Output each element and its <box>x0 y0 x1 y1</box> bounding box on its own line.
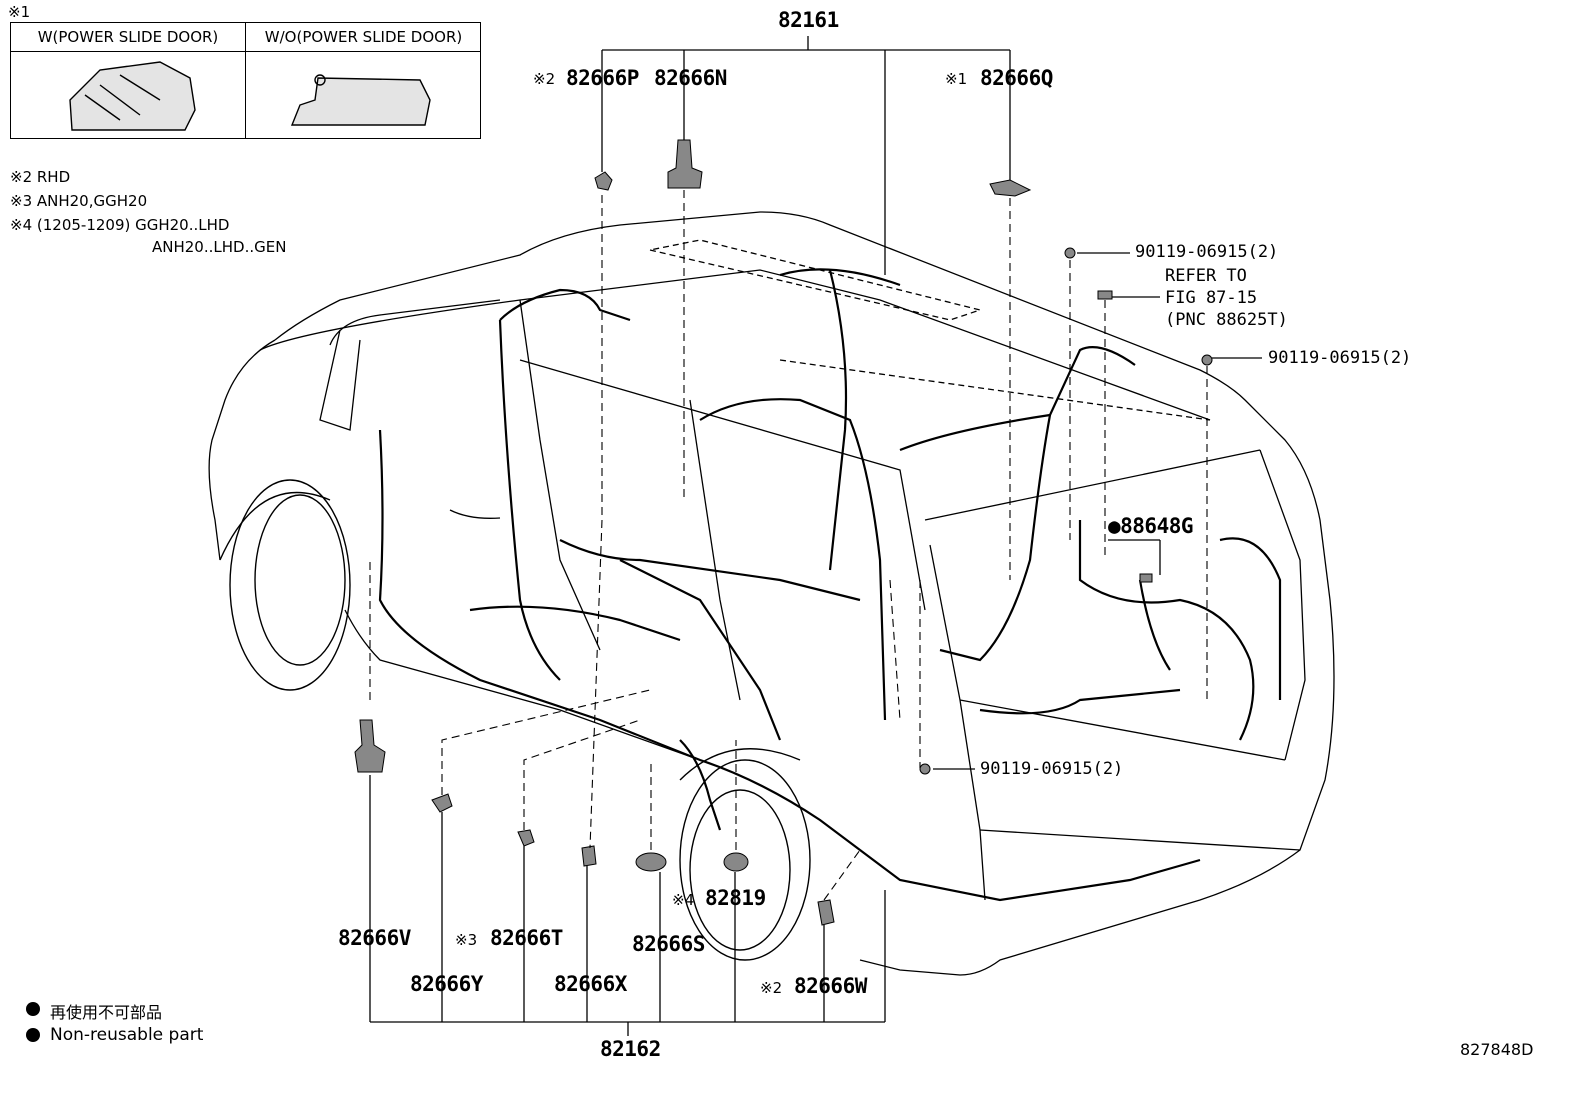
note4-line2: ANH20..LHD..GEN <box>152 238 287 256</box>
part-82819-mark: ※4 <box>672 891 695 909</box>
legend-jp: 再使用不可部品 <box>50 1003 163 1022</box>
refer-line1: REFER TO <box>1165 266 1247 286</box>
part-88648G: ●88648G <box>1108 514 1194 538</box>
legend-en: Non-reusable part <box>50 1025 204 1045</box>
part-82162: 82162 <box>600 1037 661 1061</box>
part-82666W-mark: ※2 <box>760 979 783 997</box>
dashed-guide-lines <box>369 190 1208 901</box>
legend-bullet-jp <box>26 1002 40 1016</box>
variant-table: W(POWER SLIDE DOOR) W/O(POWER SLIDE DOOR… <box>10 22 481 139</box>
part-82666Q: 82666Q <box>980 66 1053 90</box>
part-82666P: 82666P <box>566 66 639 90</box>
part-82666N: 82666N <box>654 66 727 90</box>
bolt-top-label: 90119-06915(2) <box>1135 242 1279 262</box>
variant-header-without: W/O(POWER SLIDE DOOR) <box>246 23 481 52</box>
part-82666T-mark: ※3 <box>455 931 478 949</box>
refer-line2: FIG 87-15 <box>1165 288 1258 308</box>
clip-82666P-shape <box>594 171 613 191</box>
leader-lines <box>369 36 1262 1036</box>
note1-mark: ※1 <box>8 3 31 21</box>
note2: ※2 RHD <box>10 168 71 186</box>
refer-line3: (PNC 88625T) <box>1165 310 1288 330</box>
part-82819: 82819 <box>705 886 766 910</box>
grommet-82666S-shape <box>635 852 667 872</box>
clip-82666X-shape <box>581 845 597 867</box>
legend-bullet-en <box>26 1028 40 1042</box>
part-82161: 82161 <box>778 8 839 32</box>
part-82666Y: 82666Y <box>410 972 483 996</box>
vehicle-body-outline <box>208 211 1335 976</box>
bolt-top-shape <box>1064 247 1076 259</box>
part-82666V: 82666V <box>338 926 411 950</box>
figure-code: 827848D <box>1460 1040 1534 1059</box>
plug-82819-shape <box>723 852 749 872</box>
bolt-mid-label: 90119-06915(2) <box>1268 348 1412 368</box>
clip-82666V-shape <box>354 719 386 773</box>
part-82666Q-mark: ※1 <box>945 70 968 88</box>
variant-header-with: W(POWER SLIDE DOOR) <box>11 23 245 52</box>
part-82666X: 82666X <box>554 972 627 996</box>
non-power-slide-door-variant-drawing <box>290 74 431 126</box>
note4-line1: ※4 (1205-1209) GGH20..LHD <box>10 216 230 234</box>
clip-82666Q-shape <box>989 179 1032 197</box>
clip-88648G-shape <box>1139 573 1153 583</box>
bolt-mid-shape <box>1201 354 1213 366</box>
clip-82666N-shape <box>667 139 703 189</box>
part-82666T: 82666T <box>490 926 563 950</box>
power-slide-door-variant-drawing <box>69 61 196 131</box>
clip-82666Y-shape <box>431 793 453 813</box>
rear-wheel <box>679 748 811 961</box>
part-82666P-mark: ※2 <box>533 70 556 88</box>
bolt-low-shape <box>919 763 931 775</box>
part-82666W: 82666W <box>794 974 867 998</box>
part-82666S: 82666S <box>632 932 705 956</box>
clip-88625T-shape <box>1097 290 1113 300</box>
front-wheel <box>219 479 351 691</box>
bolt-low-label: 90119-06915(2) <box>980 759 1124 779</box>
note3: ※3 ANH20,GGH20 <box>10 192 148 210</box>
wire-harness <box>378 268 1282 902</box>
clip-82666T-shape <box>517 829 535 847</box>
clip-82666W-shape <box>817 899 835 926</box>
